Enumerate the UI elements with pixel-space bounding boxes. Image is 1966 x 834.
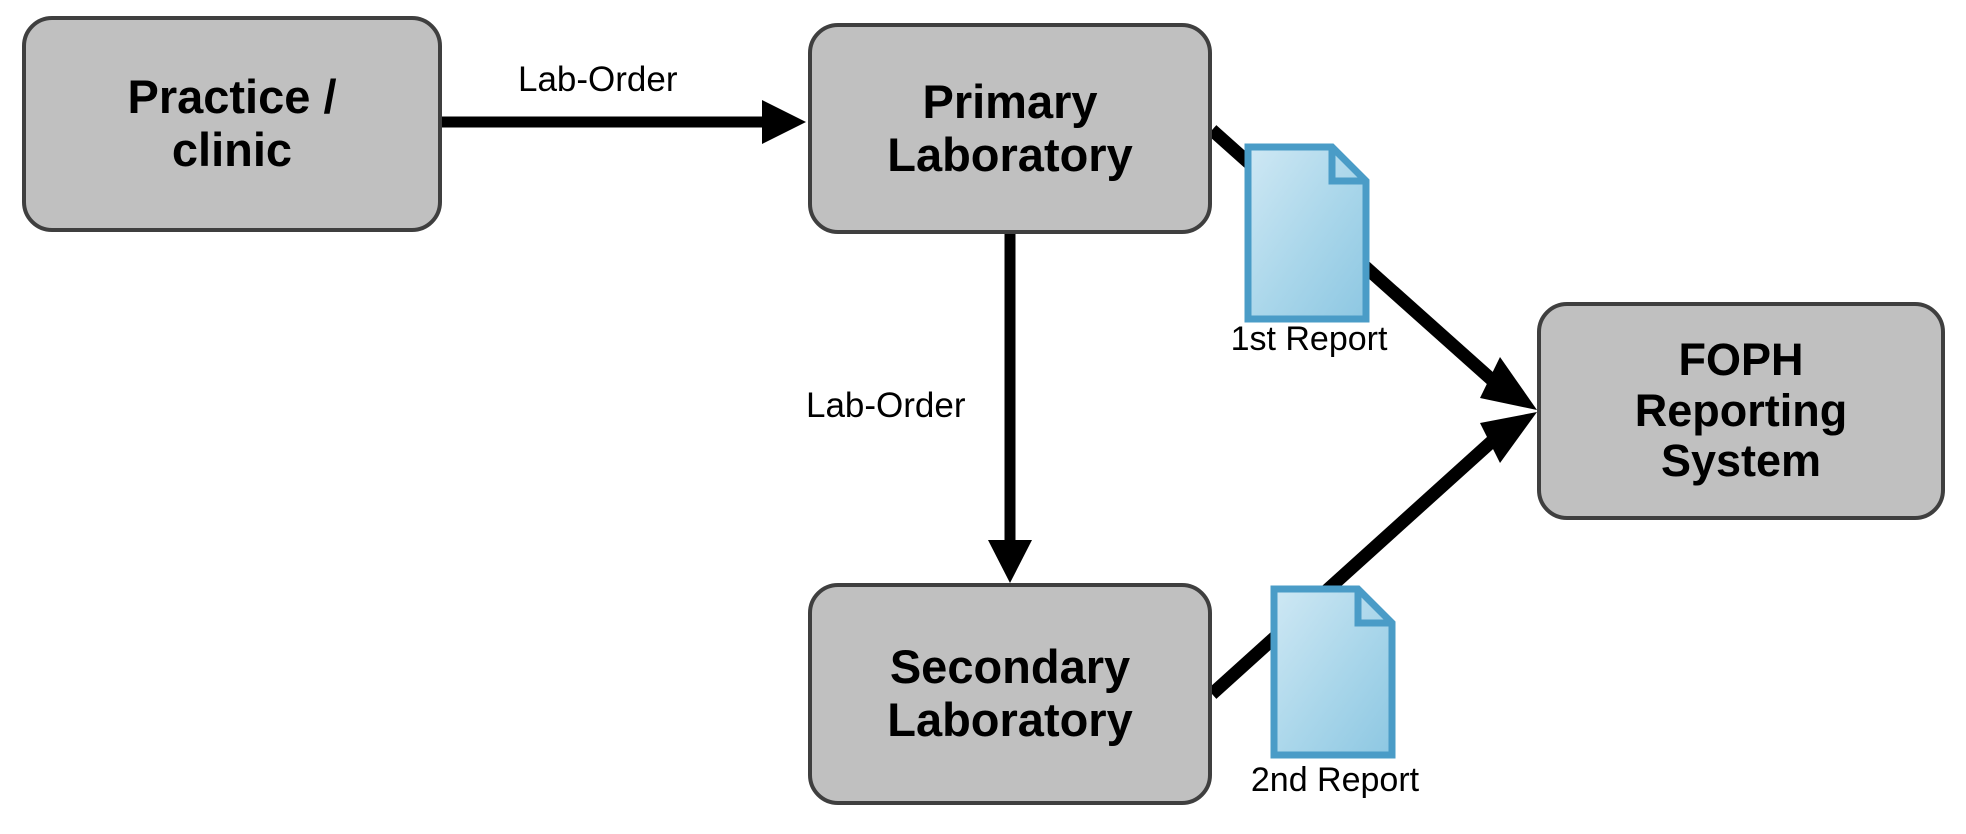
edge-secondary-to-foph bbox=[1207, 412, 1537, 699]
node-primary-laboratory-line2: Laboratory bbox=[887, 127, 1133, 181]
node-primary-laboratory[interactable]: Primary Laboratory bbox=[808, 23, 1212, 234]
node-secondary-laboratory[interactable]: Secondary Laboratory bbox=[808, 583, 1212, 805]
edge-label-primary-to-secondary: Lab-Order bbox=[806, 386, 966, 425]
node-foph-reporting-system-label: FOPH Reporting System bbox=[1541, 335, 1941, 486]
node-foph-reporting-system[interactable]: FOPH Reporting System bbox=[1537, 302, 1945, 520]
node-practice-clinic-line1: Practice / bbox=[127, 70, 337, 124]
node-foph-reporting-system-line1: FOPH bbox=[1678, 334, 1804, 386]
node-secondary-laboratory-line1: Secondary bbox=[889, 640, 1131, 694]
node-practice-clinic-line2: clinic bbox=[171, 123, 293, 176]
node-foph-reporting-system-line2: Reporting bbox=[1634, 384, 1848, 436]
node-secondary-laboratory-line2: Laboratory bbox=[887, 693, 1133, 746]
node-foph-reporting-system-line3: System bbox=[1660, 435, 1822, 487]
node-primary-laboratory-line1: Primary bbox=[922, 74, 1098, 128]
first-report-caption: 1st Report bbox=[1230, 320, 1388, 358]
second-report-caption: 2nd Report bbox=[1250, 761, 1420, 799]
first-report-document-icon bbox=[1244, 143, 1370, 323]
edge-label-practice-to-primary: Lab-Order bbox=[518, 60, 678, 99]
node-practice-clinic[interactable]: Practice / clinic bbox=[22, 16, 442, 232]
node-secondary-laboratory-label: Secondary Laboratory bbox=[812, 641, 1208, 746]
second-report-document-icon bbox=[1270, 585, 1396, 759]
node-practice-clinic-label: Practice / clinic bbox=[26, 71, 438, 176]
node-primary-laboratory-label: Primary Laboratory bbox=[812, 74, 1208, 181]
edge-primary-to-secondary bbox=[988, 234, 1032, 583]
